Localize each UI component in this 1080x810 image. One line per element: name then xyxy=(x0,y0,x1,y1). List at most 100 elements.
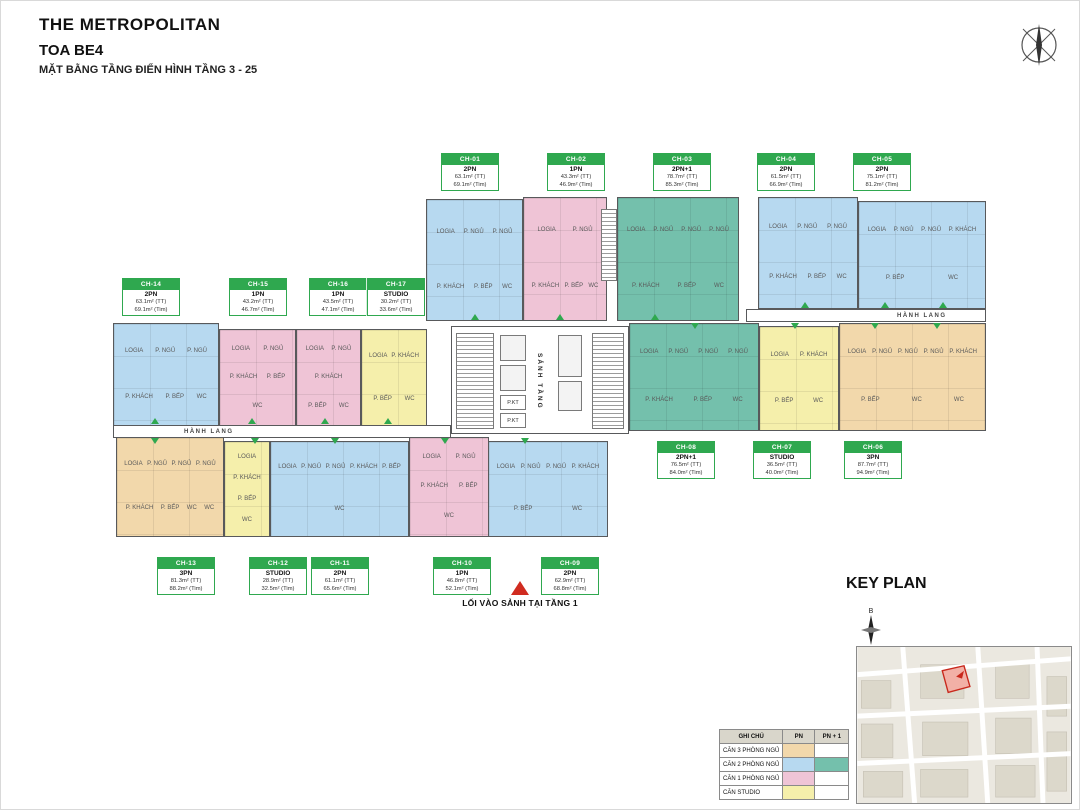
room-label: LOGIA xyxy=(537,227,556,234)
unit-area-tt: 61.5m² (TT) xyxy=(770,174,802,180)
unit-area-tim: 94.9m² (Tim) xyxy=(856,470,890,477)
unit-entrance-arrow-icon xyxy=(521,438,529,444)
unit-type: 1PN xyxy=(331,291,345,298)
legend-header-pn1: PN + 1 xyxy=(814,729,850,744)
unit-id: CH-17 xyxy=(368,279,424,290)
unit-id: CH-11 xyxy=(312,558,368,569)
unit-type: 1PN xyxy=(455,570,469,577)
room-label: P. BẾP xyxy=(308,403,327,410)
technical-room: P.KT xyxy=(500,413,526,428)
room-label: P. NGỦ xyxy=(921,227,942,234)
unit-type: STUDIO xyxy=(265,570,291,577)
unit-area-tim: 84.0m² (Tim) xyxy=(669,470,703,477)
stairs-west xyxy=(456,333,494,429)
room-label: P. KHÁCH xyxy=(229,374,258,381)
room-label: P. KHÁCH xyxy=(314,374,343,381)
stairs-north xyxy=(601,209,617,281)
unit-entrance-arrow-icon xyxy=(151,418,159,424)
unit-area-tim: 81.2m² (Tim) xyxy=(865,182,899,189)
unit-id: CH-13 xyxy=(158,558,214,569)
unit-entrance-arrow-icon xyxy=(248,418,256,424)
unit-entrance-arrow-icon xyxy=(441,438,449,444)
unit-id: CH-05 xyxy=(854,154,910,165)
room-label: LOGIA xyxy=(639,349,659,356)
legend-header-pn: PN xyxy=(782,729,816,744)
room-label: WC xyxy=(502,283,513,290)
room-label: P. BẾP xyxy=(473,283,493,290)
legend-swatch-pn1 xyxy=(814,785,850,800)
unit-area-tt: 28.9m² (TT) xyxy=(262,578,294,584)
key-plan-map xyxy=(856,646,1072,804)
room-label: P. KHÁCH xyxy=(949,349,977,356)
room-label: LOGIA xyxy=(768,224,788,231)
elevator-shaft xyxy=(558,381,582,411)
unit-area-tim: 85.3m² (Tim) xyxy=(665,182,699,189)
room-label: P. BẾP xyxy=(677,283,697,290)
room-label: WC xyxy=(572,506,583,513)
key-plan-title: KEY PLAN xyxy=(846,575,927,592)
legend-swatch-pn xyxy=(782,771,816,786)
room-label: WC xyxy=(732,397,743,404)
room-label: P. BẾP xyxy=(382,464,401,471)
unit-entrance-arrow-icon xyxy=(871,323,879,329)
entrance-arrow-icon xyxy=(511,581,529,595)
room-label: WC xyxy=(404,395,415,402)
unit-entrance-arrow-icon xyxy=(933,323,941,329)
room-label: WC xyxy=(186,505,197,512)
room-label: P. KHÁCH xyxy=(531,283,560,290)
unit-area-tt: 78.7m² (TT) xyxy=(666,174,698,180)
unit-id: CH-08 xyxy=(658,442,714,453)
room-label: P. NGỦ xyxy=(520,464,541,471)
unit-type: 3PN xyxy=(866,454,880,461)
project-title: THE METROPOLITAN xyxy=(39,15,221,34)
corridor-right: HÀNH LANG xyxy=(746,309,986,322)
unit-entrance-arrow-icon xyxy=(321,418,329,424)
room-label: P. KHÁCH xyxy=(420,483,449,490)
room-label: WC xyxy=(836,274,847,281)
room-label: LOGIA xyxy=(278,464,297,471)
room-label: P. NGỦ xyxy=(872,349,893,356)
legend-header-notes: GHI CHÚ xyxy=(718,729,784,744)
unit-area-tt: 81.3m² (TT) xyxy=(170,578,202,584)
room-label: P. NGỦ xyxy=(827,224,847,231)
unit-entrance-arrow-icon xyxy=(691,323,699,329)
legend-row-label: CĂN STUDIO xyxy=(718,785,784,800)
room-label: P. NGỦ xyxy=(668,349,689,356)
room-label: WC xyxy=(242,516,252,523)
room-label: P. NGỦ xyxy=(195,461,216,468)
unit-area-tim: 69.1m² (Tim) xyxy=(453,182,487,189)
unit-type: 2PN xyxy=(463,166,477,173)
floor-range-subtitle: MẶT BẰNG TẦNG ĐIỂN HÌNH TẦNG 3 - 25 xyxy=(39,64,258,76)
room-label: P. BẾP xyxy=(458,483,478,490)
room-label: LOGIA xyxy=(847,349,867,356)
room-label: LOGIA xyxy=(436,228,455,235)
room-label: P. NGỦ xyxy=(893,227,914,234)
room-label: P. BẾP xyxy=(885,275,905,282)
room-label: LOGIA xyxy=(237,453,257,460)
unit-type: 2PN xyxy=(563,570,577,577)
room-label: P. BẾP xyxy=(266,374,286,381)
room-label: P. KHÁCH xyxy=(350,464,378,471)
room-label: P. BẾP xyxy=(373,395,392,402)
unit-entrance-arrow-icon xyxy=(151,438,159,444)
unit-area-tt: 43.5m² (TT) xyxy=(322,299,354,305)
unit-id: CH-14 xyxy=(123,279,179,290)
compass-icon xyxy=(1021,24,1057,66)
